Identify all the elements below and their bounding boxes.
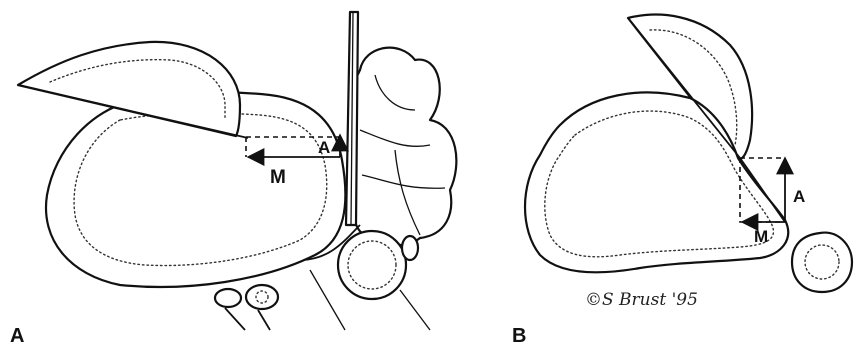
panel-a-label: A (10, 325, 24, 347)
panel-b-vertebra (792, 233, 852, 292)
panel-a-lobulated-organ (352, 48, 456, 245)
panel-b-artist-signature: ©S Brust '95 (585, 290, 698, 310)
panel-a-medial-label: M (270, 167, 286, 188)
panel-b-anterior-label: A (793, 187, 805, 206)
panel-b-medial-label: M (754, 227, 768, 246)
panel-a-anterior-label: A (318, 138, 330, 157)
panel-b-label: B (512, 325, 526, 347)
panel-a-instrument (346, 12, 358, 225)
panel-a-vertebra (338, 231, 406, 299)
panel-a-illustration: A M (18, 12, 456, 330)
panel-b-illustration: A M ©S Brust '95 (525, 15, 852, 310)
